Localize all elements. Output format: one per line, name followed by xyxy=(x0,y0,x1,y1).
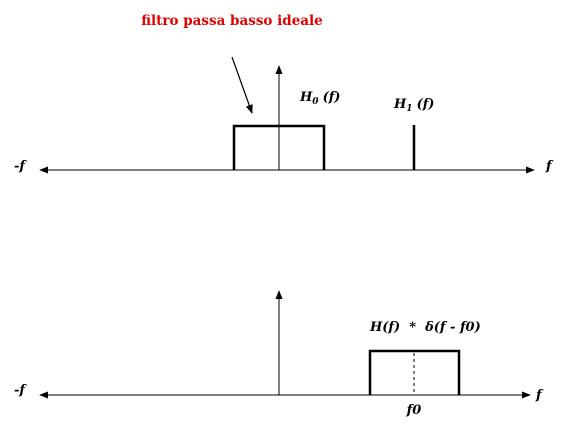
h0-arg: (f) xyxy=(323,90,341,105)
h1-main: H xyxy=(393,97,407,112)
h0-rect-pulse xyxy=(232,124,326,170)
annotation-title: filtro passa basso ideale xyxy=(141,13,323,29)
bottom-pos-f-label: f xyxy=(535,388,544,403)
convolution-label: H(f) * δ(f - f0) xyxy=(369,320,481,335)
shifted-rect-pulse xyxy=(368,349,461,395)
f0-tick-label: f0 xyxy=(406,403,422,418)
h1-sub: 1 xyxy=(406,104,412,114)
h1-arg: (f) xyxy=(417,97,435,112)
top-neg-f-label: -f xyxy=(14,159,27,174)
bottom-neg-f-label: -f xyxy=(14,383,27,398)
top-pos-f-label: f xyxy=(545,159,554,174)
h1-label: H1 (f) xyxy=(393,97,434,114)
h0-label: H0 (f) xyxy=(299,90,340,107)
annotation-arrow xyxy=(231,56,253,114)
h0-main: H xyxy=(299,90,313,105)
h0-sub: 0 xyxy=(312,97,319,107)
